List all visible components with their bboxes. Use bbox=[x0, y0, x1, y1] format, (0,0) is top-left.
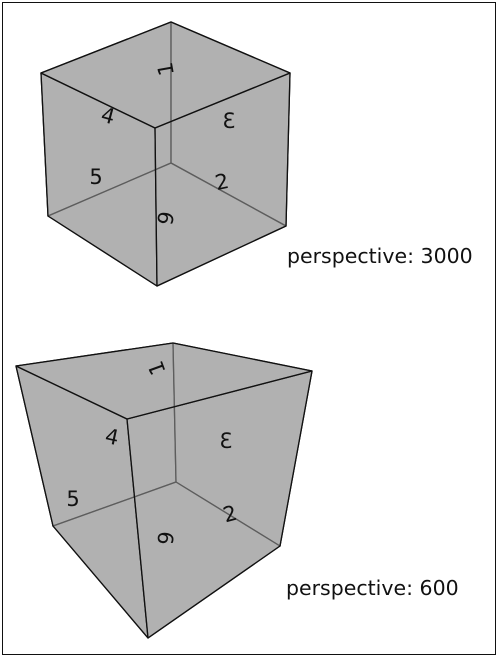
figure-frame bbox=[2, 2, 496, 655]
cube-perspective-600: 1 2 3 4 5 6 perspective: 600 bbox=[15, 342, 459, 639]
cube-b-face-top bbox=[15, 342, 313, 420]
cube-a-face-number-2: 2 bbox=[213, 169, 231, 195]
cube-a-face-number-1: 1 bbox=[153, 60, 179, 77]
cube-perspective-3000: 1 2 3 4 5 6 perspective: 3000 bbox=[40, 21, 473, 287]
cube-a-face-top bbox=[40, 21, 291, 129]
cube-a-caption: perspective: 3000 bbox=[287, 244, 473, 268]
cube-b-face-number-5: 5 bbox=[66, 487, 79, 511]
cube-a-face-number-3: 3 bbox=[222, 109, 235, 133]
cube-b-caption: perspective: 600 bbox=[286, 576, 459, 600]
cube-b-face-number-6: 6 bbox=[152, 530, 177, 545]
cube-a-face-number-6: 6 bbox=[152, 209, 178, 226]
cube-a-face-number-5: 5 bbox=[89, 165, 102, 189]
cube-b-face-number-3: 3 bbox=[219, 429, 232, 453]
cube-b-face-number-4: 4 bbox=[103, 424, 121, 450]
cube-b-face-number-2: 2 bbox=[220, 501, 239, 528]
cube-a-face-number-4: 4 bbox=[98, 103, 117, 130]
